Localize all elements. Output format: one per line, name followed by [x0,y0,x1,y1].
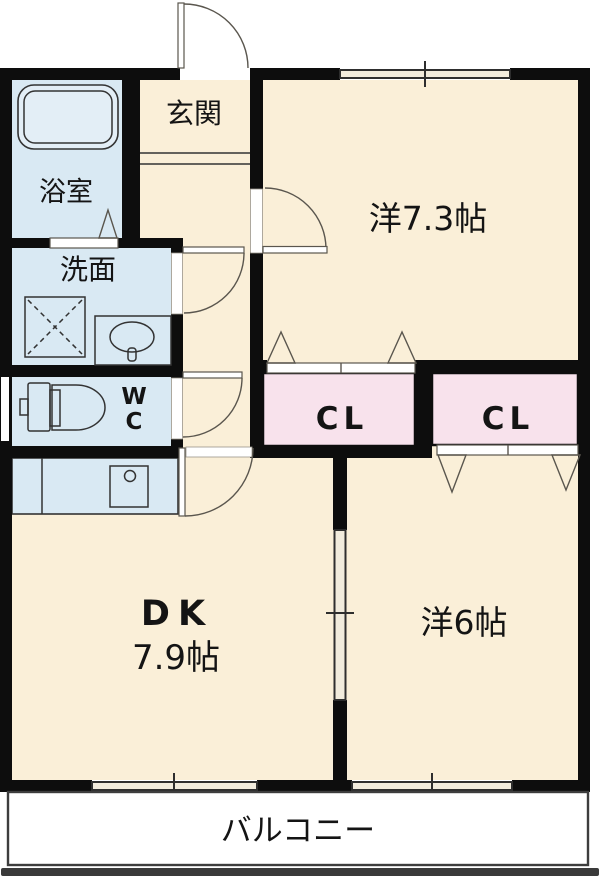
western-6-label: 洋6帖 [421,603,508,642]
wall-segment [250,68,340,80]
genkan-label: 玄関 [166,97,222,130]
wall-segment [122,68,140,248]
balcony-label: バルコニー [221,813,375,849]
folding-door-bathroom [49,207,119,249]
wall-segment [257,780,352,792]
wall-segment [118,238,183,248]
door-dk [178,446,254,517]
wall-segment [415,360,432,458]
toilet-icon [19,382,106,432]
wall-segment [510,68,590,80]
washroom-label: 洗面 [60,253,116,286]
door-washroom [171,246,245,315]
door-western-7-3 [250,187,328,254]
wall-segment [333,446,347,530]
wall-segment [250,360,267,373]
bathroom-label: 浴室 [39,177,93,208]
wall-segment [12,365,183,377]
walls [0,68,590,792]
wc-floor [12,377,171,446]
wall-segment [250,252,263,458]
folding-door-closet-right [436,444,582,494]
sliding-door-dk [326,529,354,701]
wall-segment [415,360,578,373]
bathtub-icon [17,84,119,150]
wc-side-window [1,377,9,441]
genkan-step [140,152,250,165]
balcony-area [6,790,590,867]
western-7-3-label: 洋7.3帖 [369,199,487,238]
closet-right-label: CL [482,401,535,437]
wall-segment [0,780,92,792]
frame-bottom-bar [1,868,599,876]
wall-segment [171,238,183,253]
sink-icon [94,315,172,366]
wall-segment [333,700,347,792]
wc-label-line2: C [126,409,143,435]
dk-label-line1: DK [141,594,213,634]
wall-segment [0,68,180,80]
wc-label-line1: W [121,384,146,410]
windows [1,61,513,799]
closet-left-label: CL [316,401,369,437]
washing-machine-icon [24,296,86,358]
entrance-door [177,2,249,69]
wall-segment [12,446,183,458]
washroom-floor [12,248,171,365]
wall-segment [578,68,590,792]
wall-segment [250,80,263,189]
wall-segment [171,314,183,378]
wall-segment [12,238,50,248]
kitchen-counter-icon [11,457,179,515]
door-wc [171,371,243,440]
folding-door-closet-left [265,330,418,374]
dk-label-line2: 7.9帖 [132,638,220,678]
wall-segment [512,780,590,792]
